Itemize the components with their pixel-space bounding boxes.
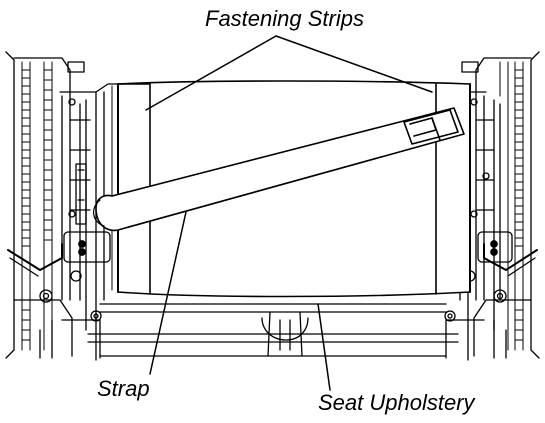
- right-rails: [499, 61, 524, 351]
- leader-strap: [149, 211, 187, 375]
- leader-lines: [145, 35, 433, 391]
- seat-upholstery-label: Seat Upholstery: [318, 390, 475, 415]
- strap: [93, 107, 465, 232]
- leader-seat-upholstery: [317, 303, 331, 391]
- left-rails: [21, 61, 53, 351]
- bottom-crossbar: [87, 303, 459, 357]
- leader-fastening-left: [145, 35, 277, 111]
- leader-fastening-right: [275, 35, 433, 93]
- fastening-strips-label: Fastening Strips: [205, 6, 364, 31]
- strap-label: Strap: [97, 376, 150, 401]
